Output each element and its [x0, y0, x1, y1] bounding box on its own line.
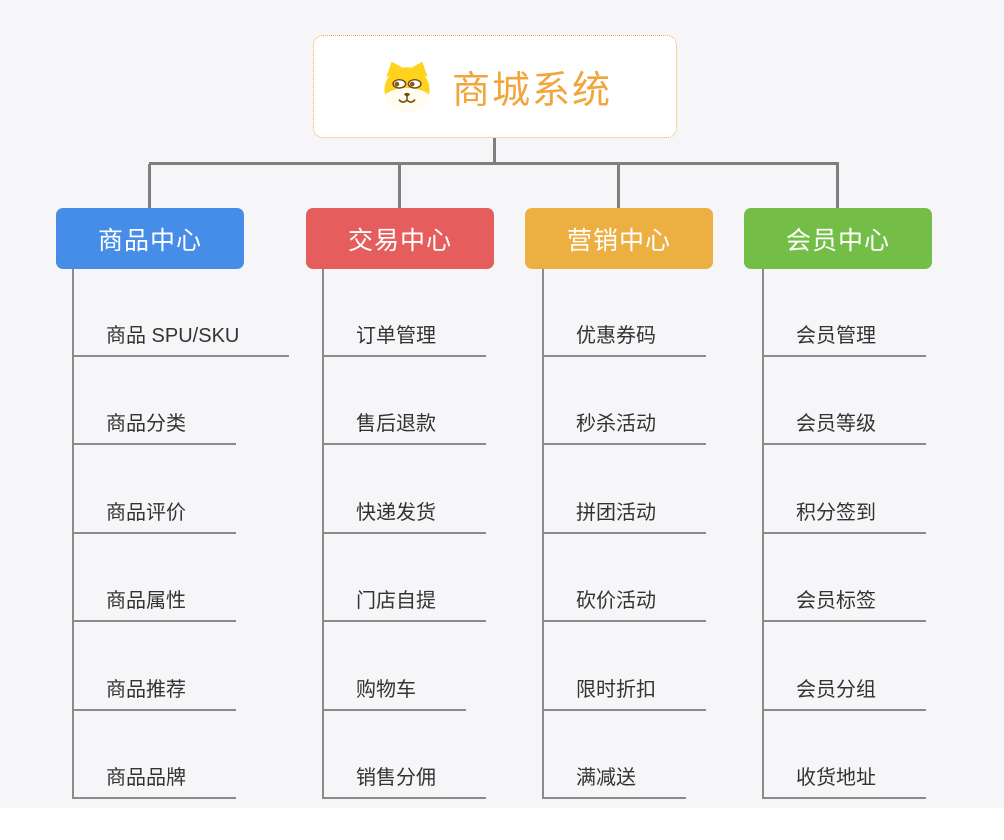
column-connector-line [322, 269, 324, 799]
branch-drop-connector [836, 164, 839, 209]
branch-drop-connector [148, 164, 151, 209]
leaf-node[interactable]: 订单管理 [322, 322, 486, 357]
leaf-node[interactable]: 商品 SPU/SKU [72, 322, 290, 357]
leaf-node[interactable]: 商品属性 [72, 587, 236, 622]
leaf-node[interactable]: 会员标签 [762, 587, 926, 622]
leaf-node[interactable]: 快递发货 [322, 499, 486, 534]
canvas-bottom-margin [0, 808, 1004, 840]
branch-node-product-center[interactable]: 商品中心 [56, 208, 244, 269]
leaf-node[interactable]: 拼团活动 [542, 499, 706, 534]
leaf-node[interactable]: 砍价活动 [542, 587, 706, 622]
leaf-node[interactable]: 会员等级 [762, 410, 926, 445]
branch-label: 会员中心 [785, 226, 890, 255]
root-stem-connector [493, 138, 496, 164]
column-connector-line [762, 269, 764, 799]
branch-label: 商品中心 [97, 226, 202, 255]
branch-label: 营销中心 [566, 226, 671, 255]
branch-label: 交易中心 [347, 226, 452, 255]
leaf-node[interactable]: 销售分佣 [322, 764, 486, 799]
leaf-node[interactable]: 优惠券码 [542, 322, 706, 357]
leaf-node[interactable]: 满减送 [542, 764, 686, 799]
branch-node-marketing-center[interactable]: 营销中心 [525, 208, 713, 269]
branch-drop-connector [398, 164, 401, 209]
leaf-node[interactable]: 商品推荐 [72, 676, 236, 711]
branch-drop-connector [617, 164, 620, 209]
leaf-node[interactable]: 购物车 [322, 676, 466, 711]
branch-bus-connector [149, 162, 839, 165]
leaf-node[interactable]: 收货地址 [762, 764, 926, 799]
leaf-node[interactable]: 会员分组 [762, 676, 926, 711]
dog-face-icon [378, 60, 436, 114]
branch-node-member-center[interactable]: 会员中心 [744, 208, 932, 269]
root-title: 商城系统 [451, 70, 612, 112]
leaf-node[interactable]: 限时折扣 [542, 676, 706, 711]
column-connector-line [542, 269, 544, 799]
leaf-node[interactable]: 积分签到 [762, 499, 926, 534]
root-node-mall-system[interactable]: 商城系统 [313, 35, 677, 138]
column-connector-line [72, 269, 74, 799]
leaf-node[interactable]: 售后退款 [322, 410, 486, 445]
leaf-node[interactable]: 商品品牌 [72, 764, 236, 799]
leaf-node[interactable]: 商品分类 [72, 410, 236, 445]
branch-node-trade-center[interactable]: 交易中心 [306, 208, 494, 269]
leaf-node[interactable]: 会员管理 [762, 322, 926, 357]
leaf-node[interactable]: 门店自提 [322, 587, 486, 622]
leaf-node[interactable]: 商品评价 [72, 499, 236, 534]
leaf-node[interactable]: 秒杀活动 [542, 410, 706, 445]
